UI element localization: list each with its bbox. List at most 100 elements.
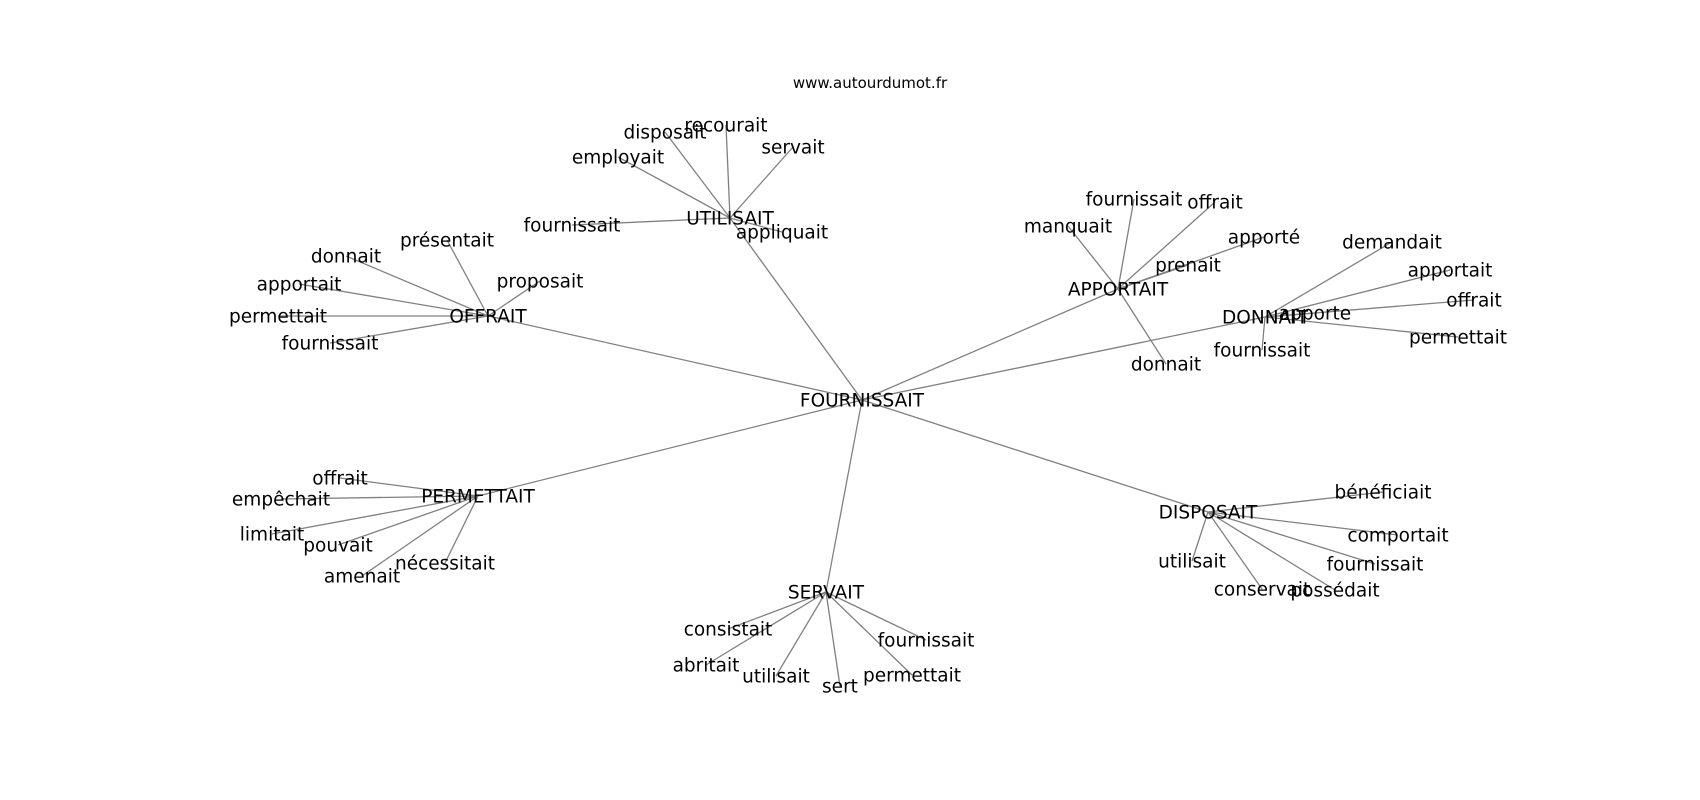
leaf-node-label: fournissait (282, 334, 379, 355)
edge-cluster-2-child-2 (1067, 225, 1119, 290)
edge-cluster-1-child-5 (329, 315, 489, 344)
edge-cluster-4-child-2 (271, 495, 479, 535)
edge-cluster-6-child-3 (775, 591, 827, 677)
leaf-node-label: utilisait (1158, 552, 1226, 573)
leaf-node-label: appliquait (736, 223, 828, 244)
edge-cluster-6-child-0 (727, 591, 827, 630)
leaf-node-label: limitait (240, 525, 304, 546)
edge-cluster-2-child-5 (1117, 288, 1167, 365)
cluster-node-label: UTILISAIT (686, 209, 774, 230)
edge-cluster-5-child-4 (1207, 511, 1263, 590)
leaf-node-label: empêchait (232, 490, 330, 511)
edge-cluster-5-child-3 (1207, 511, 1376, 565)
leaf-node-label: offrait (1187, 193, 1242, 214)
leaf-node-label: offrait (312, 469, 367, 490)
edge-cluster-0-child-4 (571, 217, 731, 226)
leaf-node-label: employait (572, 148, 664, 169)
edge-cluster-0-child-1 (725, 124, 731, 219)
leaf-node-label: disposait (624, 123, 707, 144)
edge-cluster-6-child-2 (705, 591, 827, 666)
label-layer: FOURNISSAITUTILISAITdisposaitrecouraitse… (229, 116, 1507, 698)
leaf-node-label: fournissait (524, 216, 621, 237)
leaf-node-label: utilisait (742, 667, 810, 688)
cluster-node-label: APPORTAIT (1068, 280, 1169, 301)
edge-cluster-4-child-0 (339, 477, 479, 497)
edge-cluster-2-child-4 (1117, 264, 1189, 290)
edge-cluster-1-child-1 (345, 255, 489, 317)
source-url: www.autourdumot.fr (793, 74, 948, 92)
edge-cluster-4-child-5 (444, 495, 479, 564)
leaf-node-label: comportait (1347, 526, 1448, 547)
leaf-node-label: fournissait (1214, 341, 1311, 362)
leaf-node-label: servait (761, 138, 824, 159)
edge-root-to-0 (729, 217, 863, 401)
leaf-node-label: fournissait (878, 631, 975, 652)
leaf-node-label: conservait (1214, 580, 1311, 601)
edge-cluster-4-child-4 (361, 495, 479, 577)
leaf-node-label: demandait (1342, 233, 1442, 254)
root-node-label: FOURNISSAIT (800, 391, 925, 412)
edge-root-to-4 (477, 399, 863, 497)
leaf-node-label: abritait (673, 656, 740, 677)
edge-cluster-5-child-1 (1207, 511, 1399, 536)
leaf-node-label: sert (822, 677, 858, 698)
leaf-node-label: nécessitait (395, 554, 495, 575)
edge-cluster-1-child-2 (487, 280, 541, 317)
leaf-node-label: consistait (684, 620, 773, 641)
edge-cluster-1-child-3 (298, 283, 489, 317)
cluster-node-label: PERMETTAIT (421, 487, 535, 508)
edge-cluster-6-child-5 (825, 591, 841, 687)
edge-cluster-6-child-1 (825, 591, 927, 641)
leaf-node-label: permettait (229, 307, 327, 328)
edge-cluster-6-child-4 (825, 591, 913, 676)
leaf-node-label: fournissait (1086, 190, 1183, 211)
leaf-node-label: manquait (1024, 217, 1112, 238)
cluster-node-label: SERVAIT (788, 583, 865, 604)
leaf-node-label: recourait (684, 116, 767, 137)
leaf-node-label: permettait (863, 666, 961, 687)
leaf-node-label: apporte (1279, 304, 1351, 325)
edge-cluster-1-child-0 (446, 239, 489, 317)
edge-cluster-0-child-5 (729, 217, 783, 233)
edge-cluster-0-child-2 (729, 146, 794, 219)
edge-cluster-3-child-5 (1261, 316, 1266, 351)
edge-cluster-5-child-5 (1207, 511, 1336, 591)
leaf-node-label: proposait (497, 272, 584, 293)
edge-root-to-2 (861, 288, 1119, 401)
edge-layer (271, 124, 1475, 687)
edge-cluster-4-child-1 (280, 495, 479, 500)
edge-cluster-3-child-0 (1264, 241, 1393, 318)
leaf-node-label: bénéficiait (1335, 483, 1432, 504)
leaf-node-label: offrait (1446, 291, 1501, 312)
edge-cluster-0-child-0 (664, 131, 731, 219)
edge-cluster-3-child-4 (1264, 316, 1459, 338)
leaf-node-label: permettait (1409, 328, 1507, 349)
leaf-node-label: apportait (1408, 261, 1493, 282)
edge-root-to-3 (861, 316, 1266, 401)
leaf-node-label: fournissait (1327, 555, 1424, 576)
cluster-node-label: DISPOSAIT (1159, 503, 1258, 524)
edge-cluster-0-child-3 (617, 156, 731, 219)
leaf-node-label: prenait (1155, 256, 1221, 277)
edge-cluster-3-child-3 (1264, 312, 1316, 318)
edge-cluster-3-child-1 (1264, 269, 1451, 318)
leaf-node-label: apporté (1228, 228, 1300, 249)
cluster-node-label: DONNAIT (1222, 308, 1309, 329)
edge-root-to-1 (487, 315, 863, 401)
edge-root-to-6 (825, 399, 863, 593)
edge-cluster-2-child-0 (1117, 198, 1135, 290)
cluster-node-label: OFFRAIT (449, 307, 527, 328)
edge-cluster-2-child-1 (1117, 201, 1216, 290)
leaf-node-label: présentait (400, 231, 494, 252)
edge-root-to-5 (861, 399, 1209, 513)
edge-cluster-4-child-3 (337, 495, 479, 546)
leaf-node-label: donnait (311, 247, 381, 268)
leaf-node-label: pouvait (303, 536, 372, 557)
leaf-node-label: donnait (1131, 355, 1201, 376)
edge-cluster-5-child-0 (1207, 491, 1384, 513)
leaf-node-label: apportait (257, 275, 342, 296)
edge-cluster-5-child-2 (1191, 511, 1209, 562)
leaf-node-label: amenait (324, 567, 400, 588)
leaf-node-label: possédait (1290, 581, 1379, 602)
